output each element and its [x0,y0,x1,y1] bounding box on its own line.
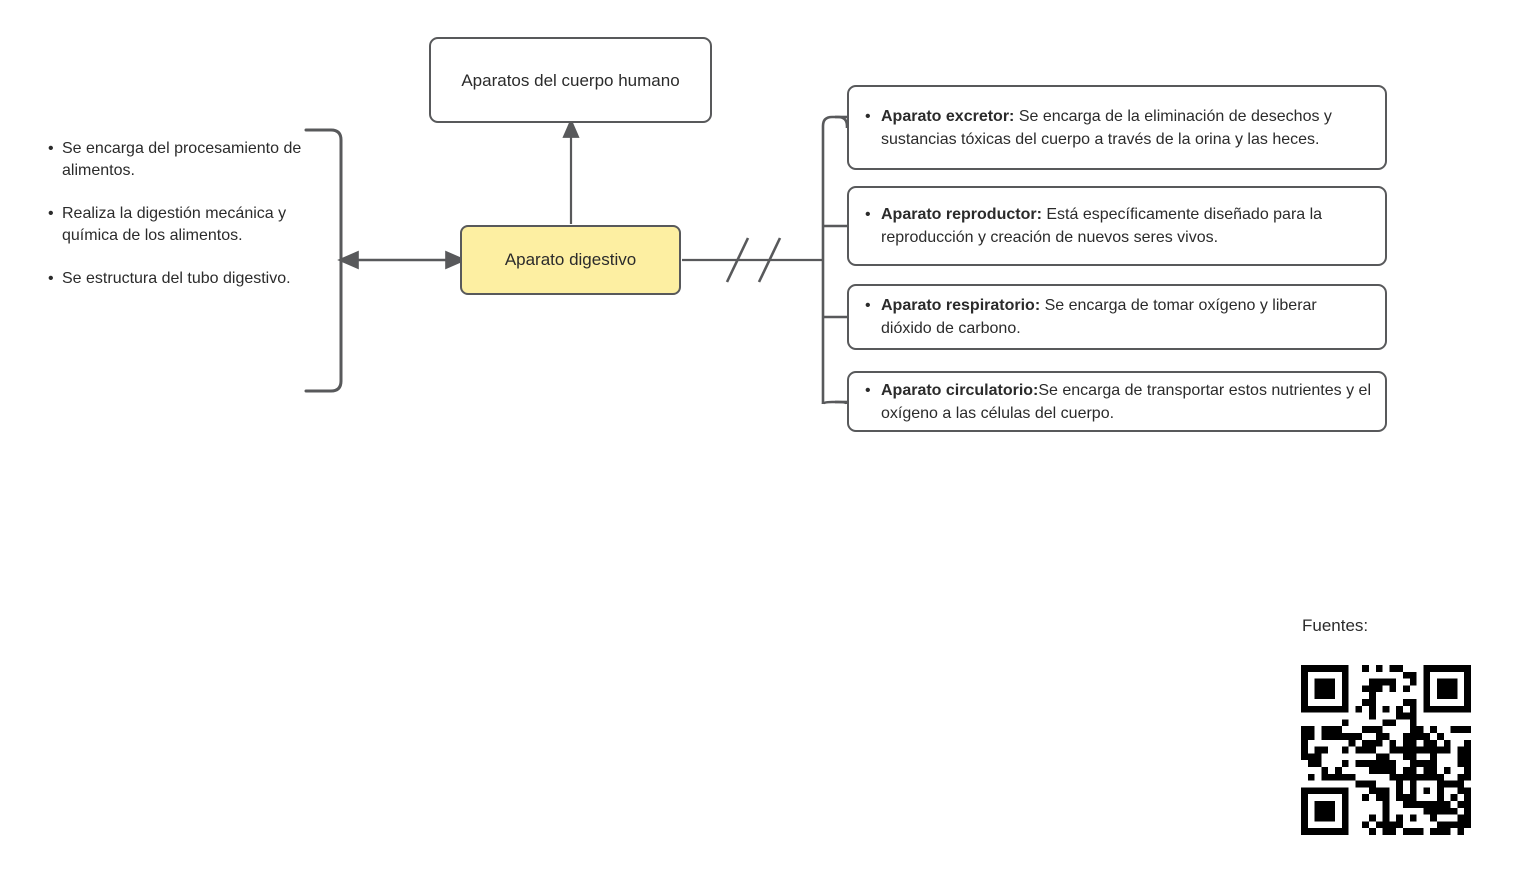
detail-term: Aparato reproductor: [881,206,1042,223]
detail-row: • Aparato excretor: Se encarga de la eli… [863,105,1371,151]
detail-row: • Aparato respiratorio: Se encarga de to… [863,294,1371,340]
list-item: • Se estructura del tubo digestivo. [46,268,308,290]
detail-term: Aparato excretor: [881,107,1015,125]
list-item: • Realiza la digestión mecánica y químic… [46,203,308,247]
node-aparato-respiratorio[interactable]: • Aparato respiratorio: Se encarga de to… [847,284,1387,350]
bullet-icon: • [48,270,54,287]
detail-description: Se encarga de tomar oxígeno y liberar di… [881,297,1317,337]
detail-description: Está específicamente diseñado para la re… [881,206,1323,246]
detail-description: Se encarga de la eliminación de desechos… [881,107,1332,148]
bullet-icon: • [865,206,871,223]
list-item: • Se encarga del procesamiento de alimen… [46,138,308,182]
bullet-icon: • [865,381,871,399]
detail-term: Aparato respiratorio: [881,297,1041,314]
bullet-icon: • [865,297,871,314]
node-aparatos-del-cuerpo-humano[interactable]: Aparatos del cuerpo humano [429,37,712,123]
qr-code-icon [1301,665,1471,835]
bullet-icon: • [48,140,54,157]
double-slash-break-icon [725,237,782,283]
detail-row: • Aparato reproductor: Está específicame… [863,203,1371,249]
bullet-icon: • [48,205,54,222]
fork-connector-icon [682,115,849,405]
detail-term: Aparato circulatorio: [881,381,1039,399]
bullet-icon: • [865,107,871,125]
node-aparato-digestivo[interactable]: Aparato digestivo [460,225,681,295]
detail-row: • Aparato circulatorio:Se encarga de tra… [863,379,1371,425]
list-item-text: Se estructura del tubo digestivo. [62,270,291,287]
sources-label: Fuentes: [1302,616,1369,635]
list-item-text: Se encarga del procesamiento de alimento… [62,140,302,179]
node-main-label: Aparato digestivo [504,250,637,269]
node-top-label: Aparatos del cuerpo humano [461,70,680,90]
node-aparato-excretor[interactable]: • Aparato excretor: Se encarga de la eli… [847,85,1387,170]
left-bullet-list: • Se encarga del procesamiento de alimen… [46,138,308,290]
qr-code-canvas [1301,665,1471,835]
list-item-text: Realiza la digestión mecánica y química … [62,205,287,244]
node-aparato-reproductor[interactable]: • Aparato reproductor: Está específicame… [847,186,1387,266]
detail-description: Se encarga de transportar estos nutrient… [881,381,1371,422]
bracket-icon [304,128,343,393]
node-aparato-circulatorio[interactable]: • Aparato circulatorio:Se encarga de tra… [847,371,1387,432]
